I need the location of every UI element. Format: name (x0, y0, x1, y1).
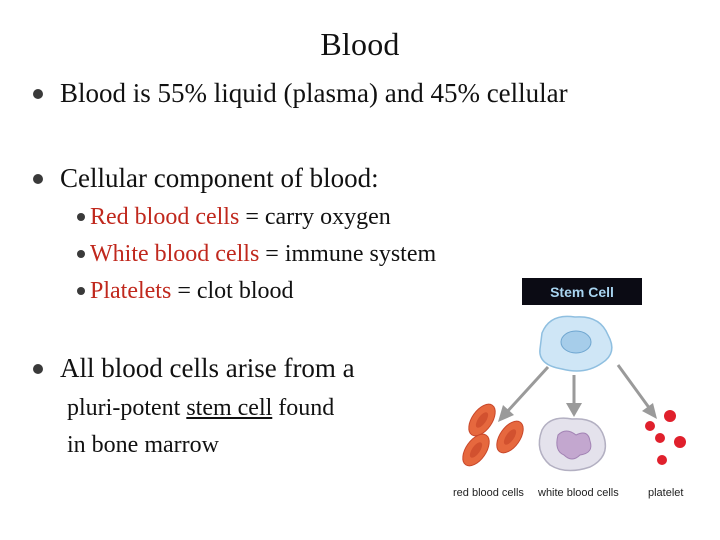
stem-cell-label: Stem Cell (522, 278, 642, 305)
stem-text-underlined: stem cell (186, 395, 273, 421)
term-red-blood-cells: Red blood cells (90, 204, 240, 230)
caption-white-blood-cells: white blood cells (538, 487, 619, 499)
caption-red-blood-cells: red blood cells (453, 487, 524, 499)
desc-platelets: = clot blood (171, 278, 294, 304)
sub-bullet-dot (77, 250, 85, 258)
bullet-dot (33, 364, 43, 374)
desc-red-blood-cells: = carry oxygen (239, 204, 391, 230)
term-platelets: Platelets (90, 278, 172, 304)
stem-cell-line-2: in bone marrow (67, 432, 219, 458)
blood-cell-diagram (462, 315, 686, 472)
desc-white-blood-cells: = immune system (259, 241, 437, 267)
bullet-cellular-component: Cellular component of blood: (60, 163, 379, 193)
sub-bullet-rbc: Red blood cells = carry oxygen (90, 205, 391, 229)
red-blood-cells-image (462, 403, 524, 467)
platelets-image (645, 410, 686, 465)
stem-cell-line-1: pluri-potent stem cell found (67, 396, 334, 420)
arrow-to-wbc (566, 375, 582, 417)
bullet-origin: All blood cells arise from a (60, 353, 355, 383)
sub-bullet-dot (77, 213, 85, 221)
arrow-to-rbc (498, 365, 550, 422)
term-white-blood-cells: White blood cells (90, 241, 260, 267)
sub-bullet-dot (77, 287, 85, 295)
bullet-dot (33, 89, 43, 99)
sub-bullet-wbc: White blood cells = immune system (90, 242, 436, 266)
bullet-plasma: Blood is 55% liquid (plasma) and 45% cel… (60, 78, 568, 108)
caption-platelet: platelet (648, 487, 684, 499)
stem-cell-image (539, 315, 613, 372)
slide-title: Blood (320, 26, 400, 62)
stem-text-a: pluri-potent (67, 395, 187, 421)
bullet-dot (33, 174, 43, 184)
white-blood-cell-image (538, 417, 607, 472)
sub-bullet-platelets: Platelets = clot blood (90, 279, 294, 303)
stem-text-c: found (272, 395, 335, 421)
arrow-to-platelet (616, 364, 657, 419)
